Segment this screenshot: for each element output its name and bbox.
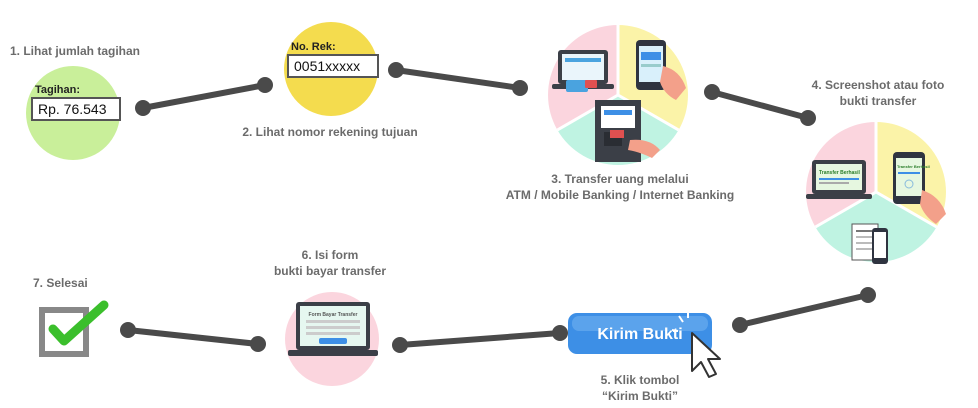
step-2-account-circle: No. Rek: 0051xxxxx xyxy=(284,22,379,116)
atm-icon xyxy=(595,100,660,162)
connector-dots xyxy=(120,62,876,353)
connector-5-6 xyxy=(397,330,563,348)
checkbox-icon xyxy=(39,307,89,357)
connector-6-7 xyxy=(125,327,261,347)
phone-receipt-text: Transfer Berhasil xyxy=(897,164,930,169)
step-6-label-line2: bukti bayar transfer xyxy=(273,264,387,278)
laptop-icon xyxy=(552,50,614,92)
step-4-label-line2: bukti transfer xyxy=(839,94,917,108)
account-field-value: 0051xxxxx xyxy=(294,58,360,74)
printed-receipt-icon xyxy=(851,223,888,264)
step-3-label-line2: ATM / Mobile Banking / Internet Banking xyxy=(505,188,735,202)
step-7-done xyxy=(39,300,109,357)
bill-field-label: Tagihan: xyxy=(35,84,80,96)
account-field-box xyxy=(287,54,379,78)
step-7-label: 7. Selesai xyxy=(33,276,88,290)
step-5-send-proof: Kirim Bukti xyxy=(568,312,721,378)
step-5-label-line1: 5. Klik tombol xyxy=(600,373,680,387)
mobile-phone-icon xyxy=(636,40,686,100)
laptop-receipt-icon: Transfer Berhasil xyxy=(806,160,872,199)
laptop-receipt-text: Transfer Berhasil xyxy=(819,170,860,176)
step-2-label: 2. Lihat nomor rekening tujuan xyxy=(242,125,418,139)
step-6-label-line1: 6. Isi form xyxy=(301,248,359,262)
step-4-screenshot-circle: Transfer Berhasil Transfer Berhasil xyxy=(806,122,946,264)
bill-field-box xyxy=(31,97,121,121)
connector-2-3 xyxy=(393,67,523,91)
mouse-cursor-icon xyxy=(671,312,721,378)
form-title: Form Bayar Transfer xyxy=(309,312,358,318)
laptop-form-icon: Form Bayar Transfer xyxy=(288,302,378,356)
kirim-bukti-button-label: Kirim Bukti xyxy=(597,326,682,343)
step-1-label: 1. Lihat jumlah tagihan xyxy=(9,44,140,58)
step-6-form-circle: Form Bayar Transfer xyxy=(285,292,379,386)
checkmark-icon xyxy=(48,300,109,346)
step-1-bill-circle: Tagihan: Rp. 76.543 xyxy=(26,66,121,160)
connector-1-2 xyxy=(140,82,268,111)
connector-3-4 xyxy=(709,89,811,121)
connector-lines xyxy=(125,67,871,348)
step-3-transfer-circle xyxy=(548,25,688,165)
phone-receipt-icon: Transfer Berhasil xyxy=(893,152,946,224)
account-field-label: No. Rek: xyxy=(291,41,336,53)
connector-4-5 xyxy=(737,292,871,328)
bill-field-value: Rp. 76.543 xyxy=(38,101,107,117)
step-4-label-line1: 4. Screenshot atau foto xyxy=(811,78,945,92)
step-5-label-line2: “Kirim Bukti” xyxy=(601,389,678,403)
step-3-label-line1: 3. Transfer uang melalui xyxy=(551,172,689,186)
